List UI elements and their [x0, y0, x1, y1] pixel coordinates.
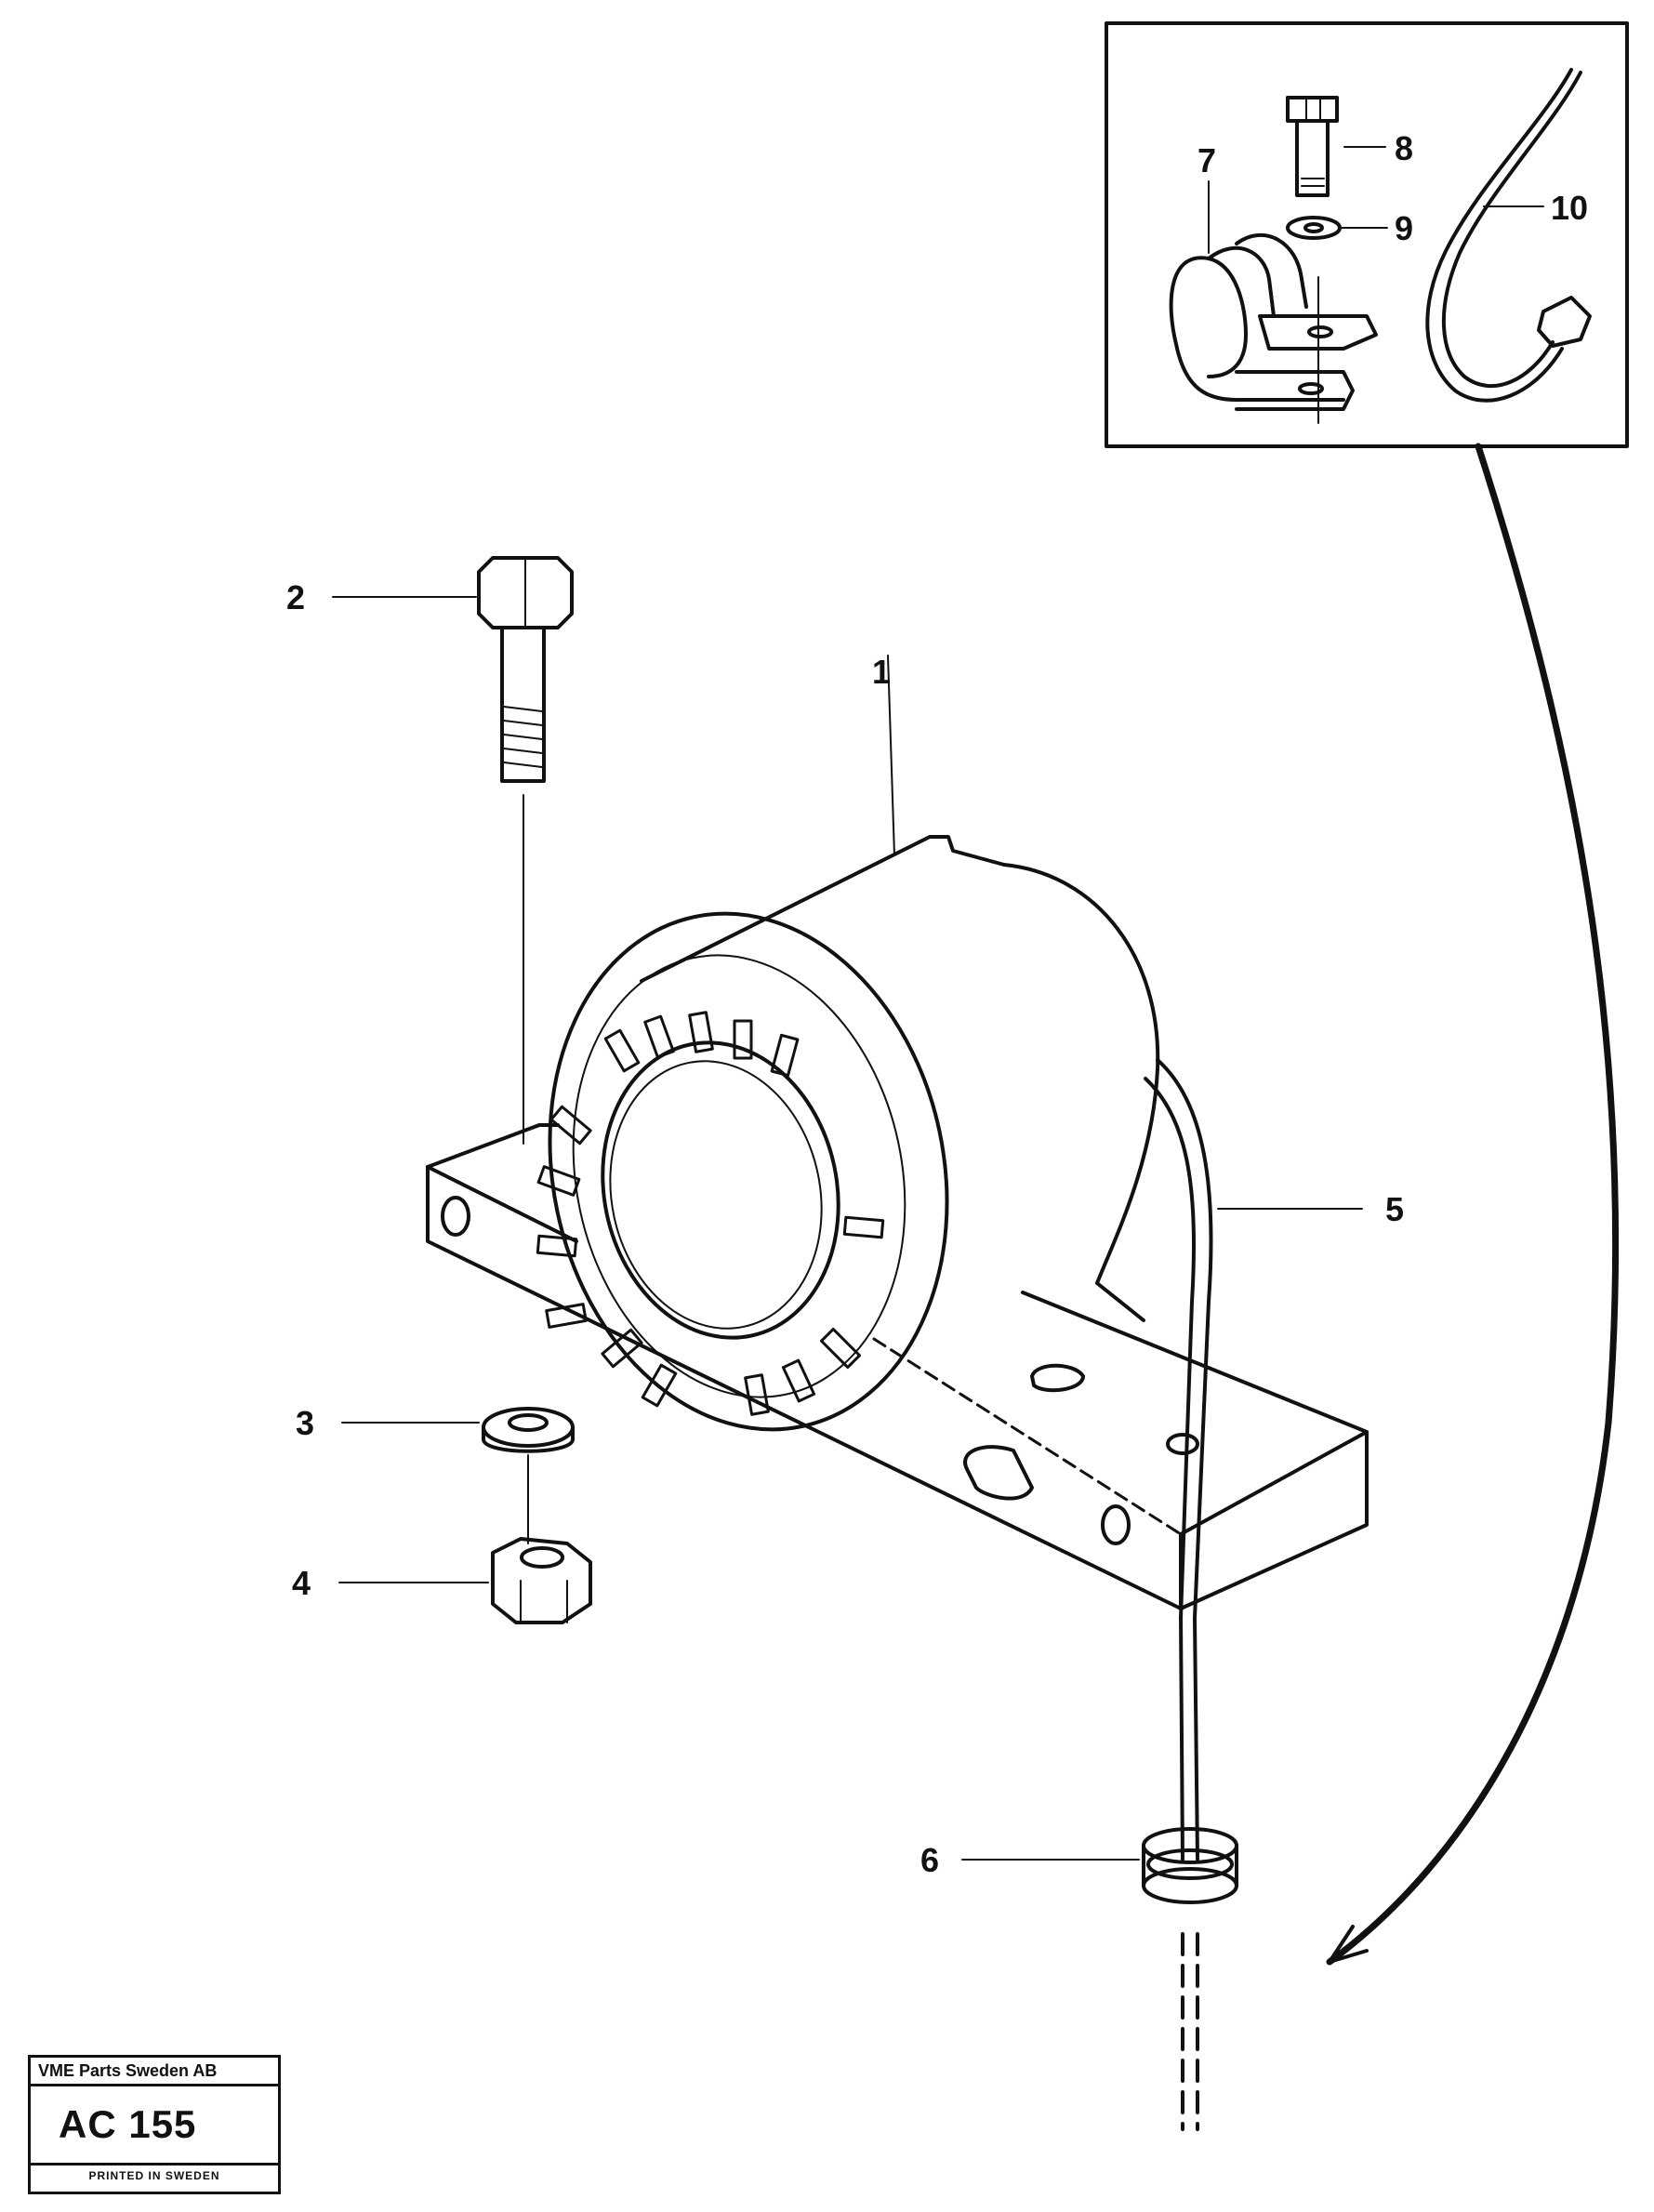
callout-6: 6: [920, 1841, 939, 1879]
cable-tie-part: [1425, 68, 1592, 403]
stamp-code: AC 155: [59, 2102, 197, 2146]
callout-8: 8: [1395, 129, 1413, 167]
stamp-company: VME Parts Sweden AB: [31, 2058, 278, 2086]
detail-inset: [1105, 21, 1629, 448]
grommet-part: [1142, 1827, 1238, 1904]
callout-10: 10: [1551, 189, 1588, 227]
stamp-printed: PRINTED IN SWEDEN: [31, 2163, 278, 2186]
callout-2: 2: [286, 578, 305, 616]
buzzer-housing: [536, 655, 1160, 1432]
bolt-part: [477, 556, 574, 1145]
callout-4: 4: [292, 1564, 311, 1602]
clamp-part: [1169, 232, 1378, 424]
cable-part: [1144, 1058, 1213, 2131]
callout-3: 3: [296, 1404, 314, 1442]
nut-part: [491, 1537, 592, 1624]
mounting-bracket: [426, 1123, 1369, 1610]
catalog-stamp: VME Parts Sweden AB AC 155 PRINTED IN SW…: [28, 2055, 281, 2194]
callout-7: 7: [1197, 141, 1216, 179]
callout-1: 1: [872, 653, 891, 691]
screw-part: [1286, 96, 1339, 197]
washer-part-main: [482, 1407, 575, 1453]
location-arrow: [1326, 443, 1620, 1966]
callout-5: 5: [1385, 1190, 1404, 1228]
washer-part: [1286, 216, 1342, 240]
callout-9: 9: [1395, 209, 1413, 247]
